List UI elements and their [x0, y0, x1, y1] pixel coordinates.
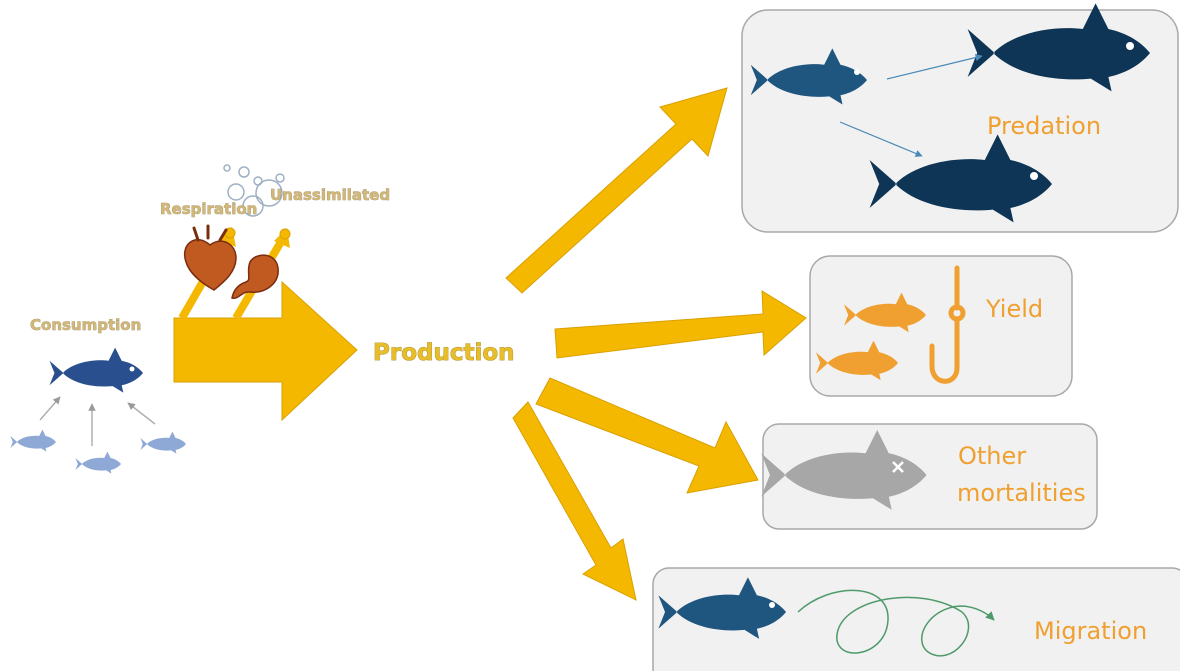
predation-link	[839, 121, 923, 157]
bubble-icon	[223, 164, 285, 217]
predation-label: Predation	[987, 112, 1101, 140]
prey-link	[39, 396, 61, 421]
predation-link	[886, 54, 983, 80]
prey-fish-icon	[750, 48, 867, 105]
production-label: Production	[373, 340, 515, 366]
production-to-yield-arrow	[554, 290, 807, 359]
other-mortalities-panel	[762, 423, 1098, 530]
predator-fish-icon	[967, 3, 1150, 92]
unassimilated-label: Unassimilated	[270, 186, 390, 204]
stomach-icon	[231, 254, 279, 300]
production-to-other-mortalities-arrow	[535, 377, 759, 494]
production-to-predation-arrow	[505, 87, 728, 294]
migration-path-icon	[797, 589, 995, 657]
predator-fish-icon	[869, 134, 1052, 223]
migration-label: Migration	[1034, 617, 1147, 645]
dead-fish-icon	[761, 430, 927, 510]
hook-icon	[929, 265, 966, 384]
production-to-migration-arrow	[512, 401, 637, 601]
yield-label: Yield	[985, 295, 1043, 323]
yield-panel	[809, 255, 1073, 397]
prey-link	[127, 402, 156, 425]
consumption-label: Consumption	[30, 316, 141, 334]
respiration-label: Respiration	[160, 200, 257, 218]
heart-icon	[183, 224, 237, 291]
consumer-fish-icon	[49, 347, 143, 393]
prey-fish-icon	[75, 451, 121, 474]
consumption-to-production-arrow	[173, 280, 358, 422]
other-mortalities-label-line2: mortalities	[957, 479, 1086, 507]
migrating-fish-icon	[658, 577, 786, 639]
prey-fish-icon	[140, 431, 186, 454]
prey-fish-icon	[10, 429, 56, 452]
migration-panel	[652, 567, 1180, 671]
other-mortalities-label-line1: Other	[958, 442, 1026, 470]
